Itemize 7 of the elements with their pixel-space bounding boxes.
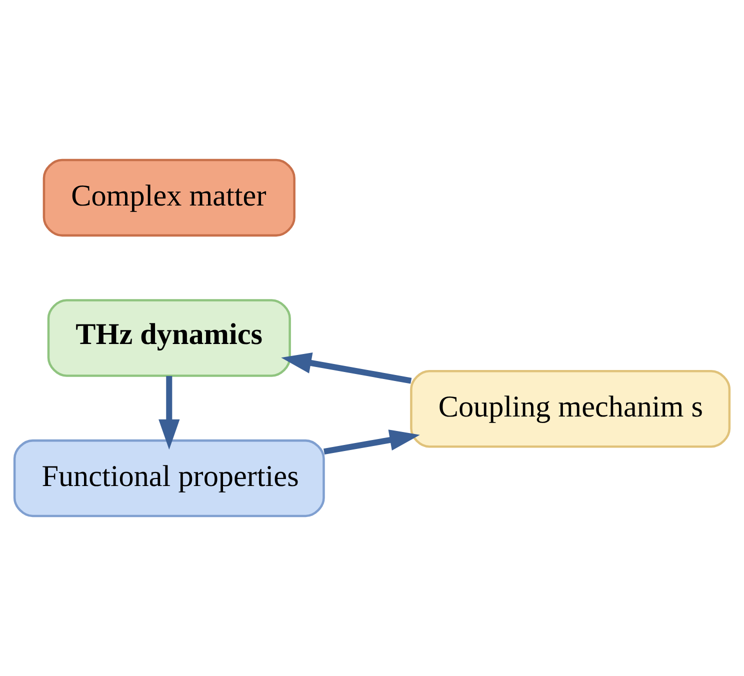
node-box: Functional properties bbox=[13, 439, 325, 518]
arrow bbox=[324, 430, 420, 454]
node-box: THz dynamics bbox=[47, 299, 291, 377]
arrow bbox=[158, 376, 180, 450]
node-box: Complex matter bbox=[42, 158, 296, 237]
arrow bbox=[281, 352, 412, 384]
node-box: Coupling mechanim s bbox=[410, 370, 731, 448]
